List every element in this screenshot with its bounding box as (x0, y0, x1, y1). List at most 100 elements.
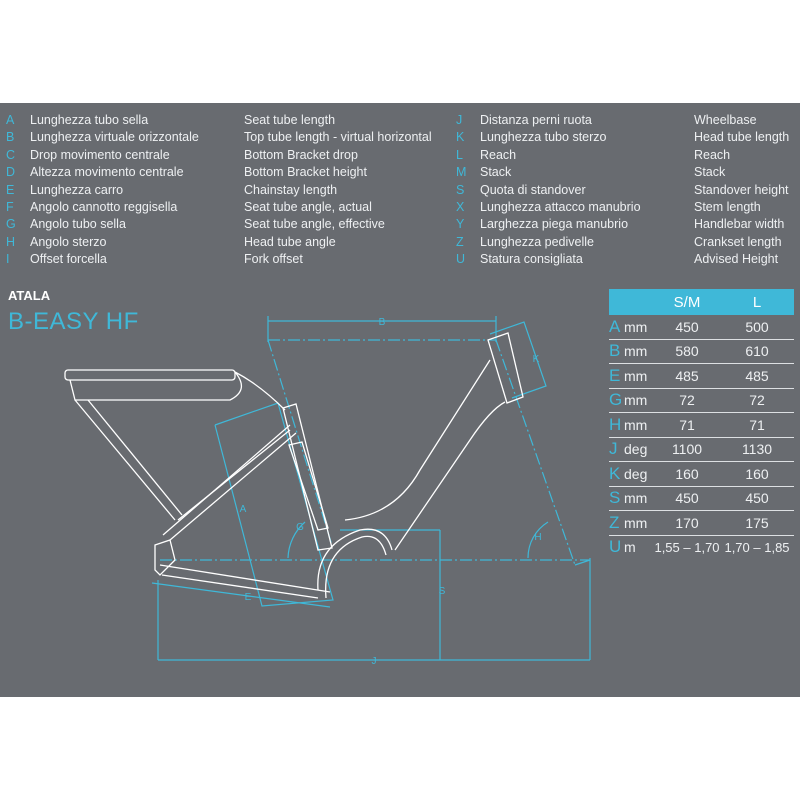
value-l: 1,70 – 1,85 (724, 539, 790, 555)
down-tube-bottom (394, 401, 506, 551)
legend-italian: Offset forcella (30, 252, 107, 267)
chain-stay (159, 564, 331, 599)
head-tube (487, 332, 524, 404)
value-sm: 450 (675, 490, 699, 507)
legend-key: K (456, 130, 465, 145)
value-sm: 72 (679, 392, 695, 409)
row-key: B (609, 341, 621, 361)
legend-italian: Larghezza piega manubrio (480, 217, 629, 232)
label-h: H (534, 532, 541, 543)
legend-italian: Altezza movimento centrale (30, 165, 184, 180)
legend-key: C (6, 147, 16, 162)
value-l: 175 (745, 514, 769, 531)
bike-frame (64, 332, 524, 599)
row-key: E (609, 365, 621, 385)
legend-key: Z (456, 234, 464, 249)
header-size-l: L (752, 293, 762, 311)
legend-key: G (6, 217, 16, 232)
row-key: J (609, 439, 618, 459)
legend-key: J (456, 113, 463, 127)
value-l: 1130 (741, 441, 773, 458)
row-key: Z (609, 512, 620, 532)
legend-english: Fork offset (244, 252, 303, 267)
table-header: S/M L (609, 289, 794, 315)
value-l: 500 (745, 318, 769, 335)
legend-key: H (6, 234, 16, 249)
legend-key: S (456, 182, 465, 197)
legend-item: S Quota di standover Standover height (456, 182, 789, 199)
brand-name: ATALA (8, 288, 51, 303)
row-unit: mm (624, 490, 648, 507)
legend-english: Bottom Bracket drop (244, 147, 358, 162)
legend-english: Bottom Bracket height (244, 165, 367, 180)
legend-key: M (456, 165, 467, 180)
value-sm: 71 (679, 416, 695, 433)
label-j: J (372, 656, 377, 667)
legend-key: U (456, 252, 466, 267)
legend-italian: Lunghezza tubo sella (30, 113, 149, 127)
row-unit: mm (624, 392, 648, 409)
value-sm: 170 (675, 514, 699, 531)
legend-english: Seat tube angle, actual (244, 200, 372, 215)
row-key: G (609, 390, 623, 410)
legend-key: B (6, 130, 15, 145)
legend-key: E (6, 182, 15, 197)
row-unit: mm (624, 343, 648, 360)
legend-english: Seat tube angle, effective (244, 217, 385, 232)
row-unit: deg (624, 465, 648, 482)
value-sm: 1,55 – 1,70 (654, 539, 720, 555)
seat-tube (282, 403, 333, 551)
down-tube-top (344, 359, 491, 521)
angle-h (527, 521, 549, 559)
legend-english: Top tube length - virtual horizontal (244, 130, 432, 145)
rack-top (64, 369, 236, 381)
legend-english: Chainstay length (244, 182, 338, 197)
value-sm: 485 (675, 367, 699, 384)
motor-mount (317, 528, 393, 599)
label-a: A (240, 504, 247, 515)
legend-italian: Quota di standover (480, 182, 586, 197)
value-l: 485 (745, 367, 769, 384)
seat-stay (162, 424, 297, 541)
legend-english: Handlebar width (694, 217, 785, 232)
row-key: A (609, 316, 621, 336)
legend-italian: Angolo cannotto reggisella (30, 200, 178, 215)
legend-italian: Lunghezza pedivelle (480, 234, 594, 249)
row-unit: m (624, 539, 636, 556)
rack-strut (74, 399, 183, 521)
legend-english: Head tube angle (244, 234, 336, 249)
header-size-sm: S/M (673, 293, 701, 311)
legend-italian: Reach (480, 147, 517, 162)
label-e: E (245, 592, 252, 603)
model-name: B-EASY HF (8, 308, 139, 335)
legend-key: X (456, 200, 465, 215)
legend-english: Advised Height (694, 252, 779, 267)
value-sm: 160 (675, 465, 699, 482)
legend-item: D Altezza movimento centrale Bottom Bracke… (6, 164, 432, 181)
legend-key: D (6, 165, 16, 180)
legend-english: Standover height (694, 182, 789, 197)
